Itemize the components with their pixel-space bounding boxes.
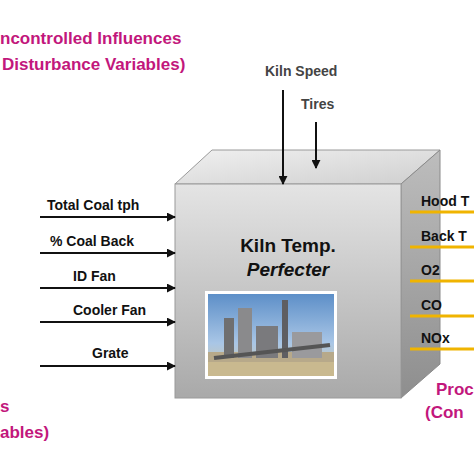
input-arrow <box>282 90 284 184</box>
box-title: Kiln Temp. <box>175 234 401 258</box>
output-label: O2 <box>421 263 440 277</box>
output-line <box>410 211 474 214</box>
input-label: Total Coal tph <box>47 198 139 212</box>
input-label: % Coal Back <box>50 234 134 248</box>
output-label: CO <box>421 298 442 312</box>
input-label: Cooler Fan <box>73 303 146 317</box>
box-subtitle: Perfecter <box>175 258 401 282</box>
output-label: Back T <box>421 229 467 243</box>
input-label: ID Fan <box>73 269 116 283</box>
output-line <box>410 246 474 249</box>
cube-side <box>401 150 440 398</box>
output-label: Hood T <box>421 194 469 208</box>
disturbance-label: Tires <box>301 97 334 111</box>
input-arrow <box>40 216 175 218</box>
output-line <box>410 348 474 351</box>
input-arrow <box>40 252 175 254</box>
cube-front <box>175 184 401 398</box>
input-arrow <box>40 365 175 367</box>
group-heading: ables) <box>0 424 49 441</box>
kiln-photo <box>205 291 337 379</box>
input-arrow <box>40 287 175 289</box>
disturbance-label: Kiln Speed <box>265 64 337 78</box>
input-arrow <box>315 122 317 168</box>
group-heading: s <box>0 398 9 415</box>
model-box: Kiln Temp.Perfecter <box>175 184 401 292</box>
group-heading: (Con <box>425 404 464 421</box>
cube-top <box>175 150 440 184</box>
output-line <box>410 315 474 318</box>
output-label: NOx <box>421 331 450 345</box>
group-heading: ncontrolled Influences <box>0 30 181 47</box>
group-heading: Proc <box>436 381 474 398</box>
input-label: Grate <box>92 346 129 360</box>
input-arrow <box>40 321 175 323</box>
output-line <box>410 280 474 283</box>
group-heading: Disturbance Variables) <box>2 56 185 73</box>
